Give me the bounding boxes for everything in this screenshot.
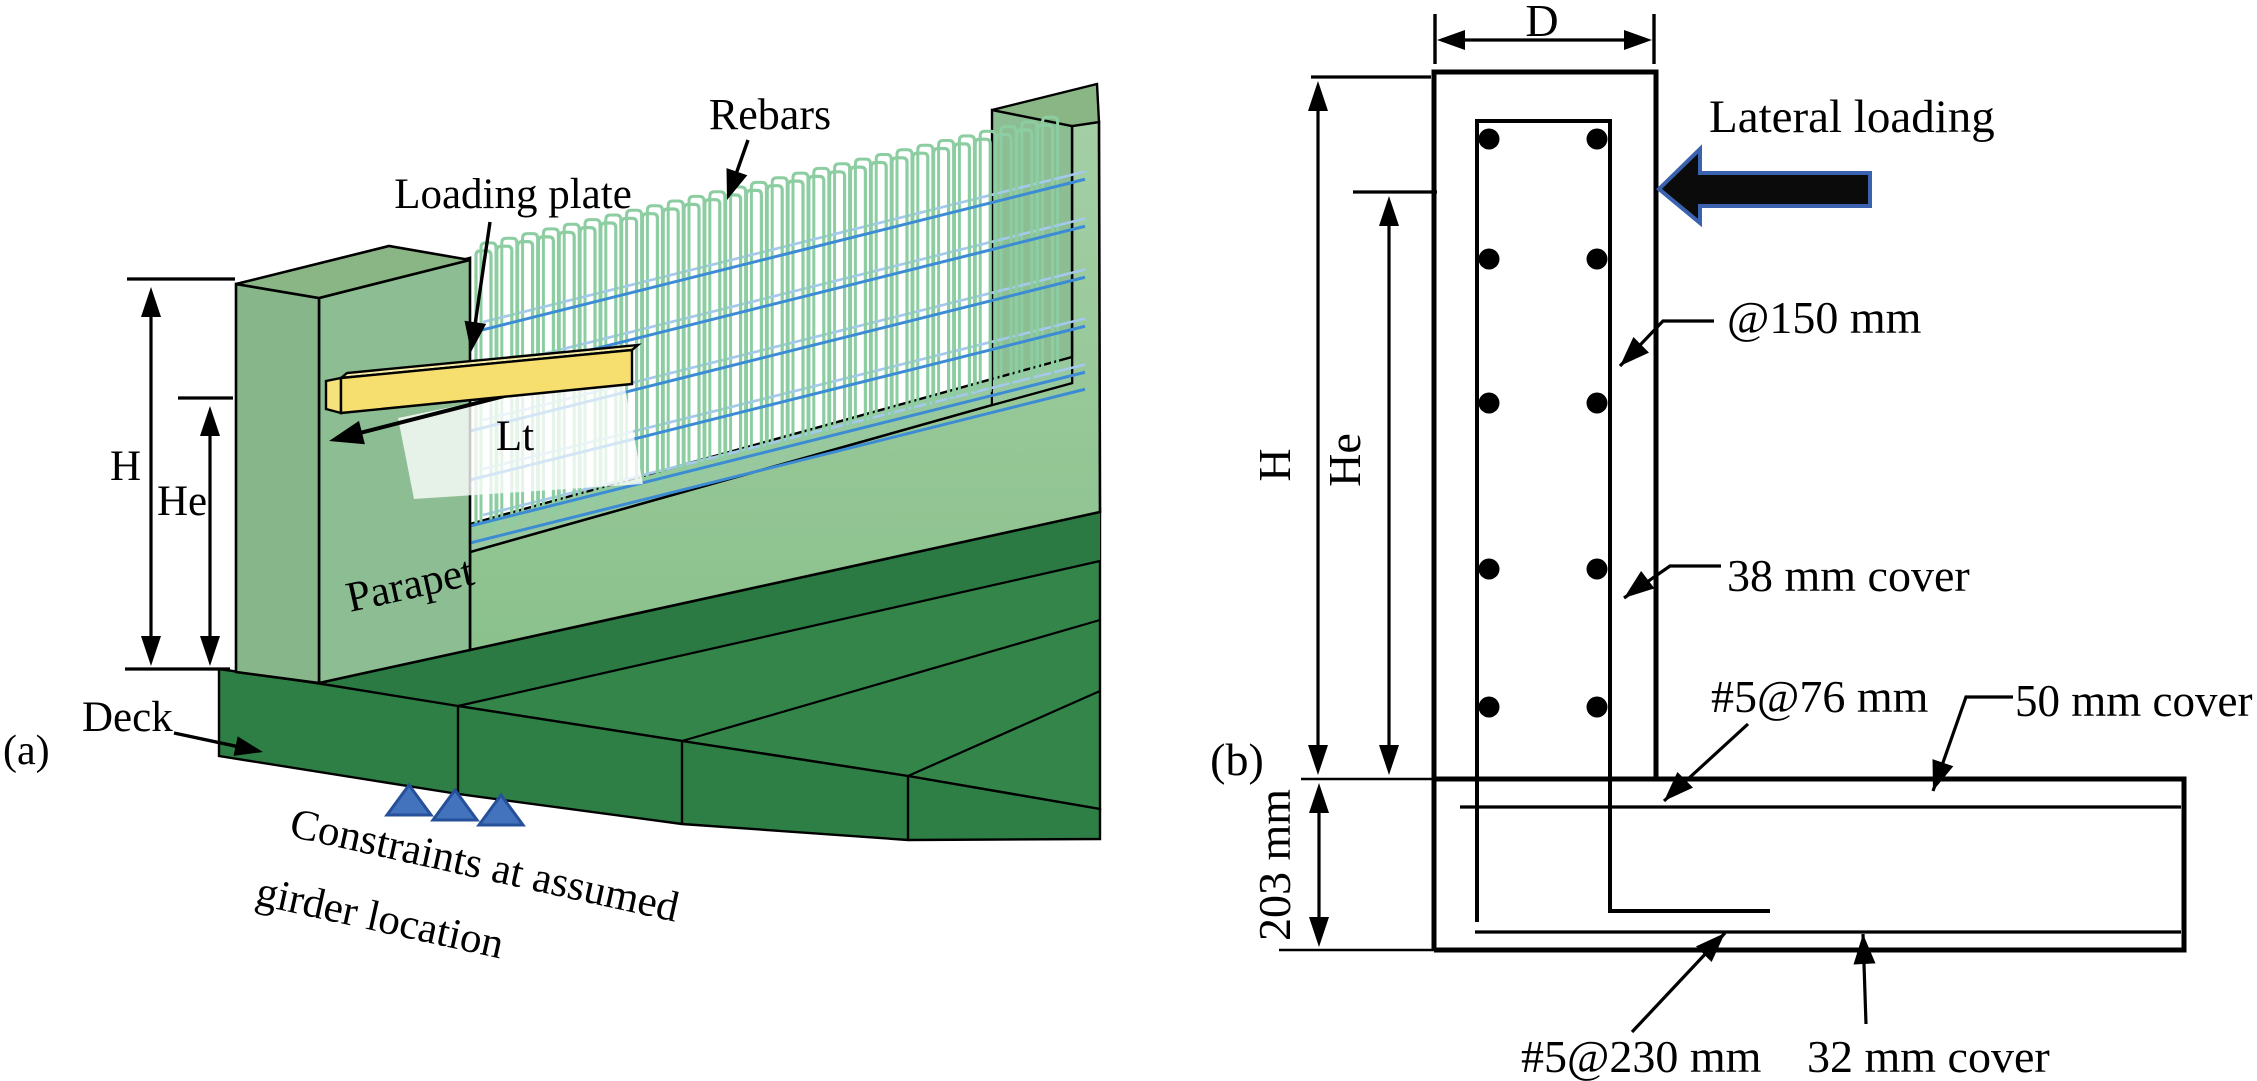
svg-text:@150 mm: @150 mm: [1727, 292, 1922, 343]
svg-text:Loading plate: Loading plate: [394, 171, 632, 218]
svg-text:Lateral loading: Lateral loading: [1709, 91, 1995, 143]
svg-text:Deck: Deck: [82, 694, 173, 741]
svg-text:He: He: [157, 478, 207, 525]
svg-text:Lt: Lt: [496, 413, 534, 460]
svg-text:#5@76 mm: #5@76 mm: [1711, 671, 1929, 722]
svg-text:#5@230 mm: #5@230 mm: [1521, 1031, 1762, 1081]
svg-text:D: D: [1525, 0, 1558, 46]
svg-text:H: H: [110, 443, 141, 490]
svg-text:38 mm cover: 38 mm cover: [1727, 550, 1970, 601]
svg-text:203 mm: 203 mm: [1249, 789, 1300, 941]
svg-text:50 mm cover: 50 mm cover: [2015, 676, 2252, 726]
svg-text:H: H: [1249, 448, 1300, 481]
svg-text:He: He: [1319, 433, 1370, 487]
svg-text:Rebars: Rebars: [709, 90, 831, 139]
svg-text:(b): (b): [1210, 734, 1264, 785]
svg-text:32 mm cover: 32 mm cover: [1807, 1031, 2050, 1081]
svg-text:(a): (a): [3, 728, 50, 774]
